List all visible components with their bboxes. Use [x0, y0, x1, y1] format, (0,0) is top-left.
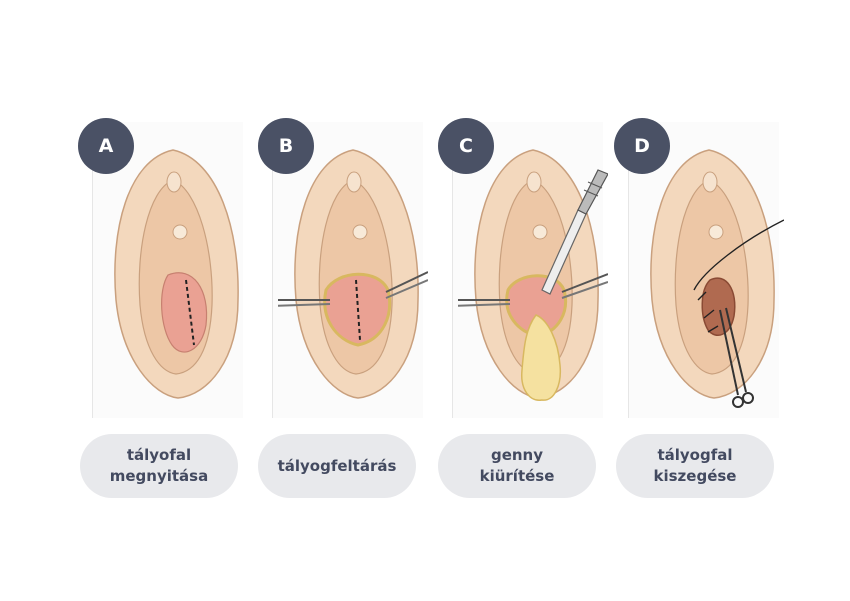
illustration-incision: [114, 149, 239, 399]
caption-d: tályogfal kiszegése: [616, 434, 774, 498]
panel-c: C: [438, 118, 608, 418]
caption-line: tályofal: [126, 446, 192, 464]
caption-line: tályogfeltárás: [277, 456, 397, 475]
caption-line: genny: [490, 446, 544, 464]
caption-b: tályogfeltárás: [258, 434, 416, 498]
scalpel-icon: [541, 169, 608, 295]
pus-flow: [521, 314, 562, 401]
illustration-exposure: [278, 149, 428, 399]
needle-holder-icon: [719, 307, 754, 408]
caption-line: kiszegése: [653, 467, 737, 485]
retractor-right-icon: [385, 271, 428, 299]
clitoris: [166, 171, 182, 193]
incision-line: [185, 279, 195, 346]
caption-line: tályogfal: [657, 446, 733, 464]
caption-line: megnyitása: [109, 467, 209, 485]
panel-b: B: [258, 118, 428, 418]
illustration-drainage: [458, 149, 608, 401]
urethra: [172, 224, 188, 240]
panel-a: A: [78, 118, 243, 418]
retractor-right-icon: [561, 273, 608, 299]
suture-icon: [693, 219, 784, 333]
caption-c: genny kiürítése: [438, 434, 596, 498]
step-badge-b: B: [258, 118, 314, 174]
caption-line: kiürítése: [479, 467, 555, 485]
panel-d: D: [614, 118, 784, 418]
retractor-left-icon: [458, 299, 511, 307]
step-badge-d: D: [614, 118, 670, 174]
illustration-marsupialization: [650, 149, 784, 408]
caption-a: tályofal megnyitása: [80, 434, 238, 498]
step-badge-c: C: [438, 118, 494, 174]
abscess-swelling: [161, 272, 208, 353]
retractor-left-icon: [278, 299, 331, 307]
step-badge-a: A: [78, 118, 134, 174]
